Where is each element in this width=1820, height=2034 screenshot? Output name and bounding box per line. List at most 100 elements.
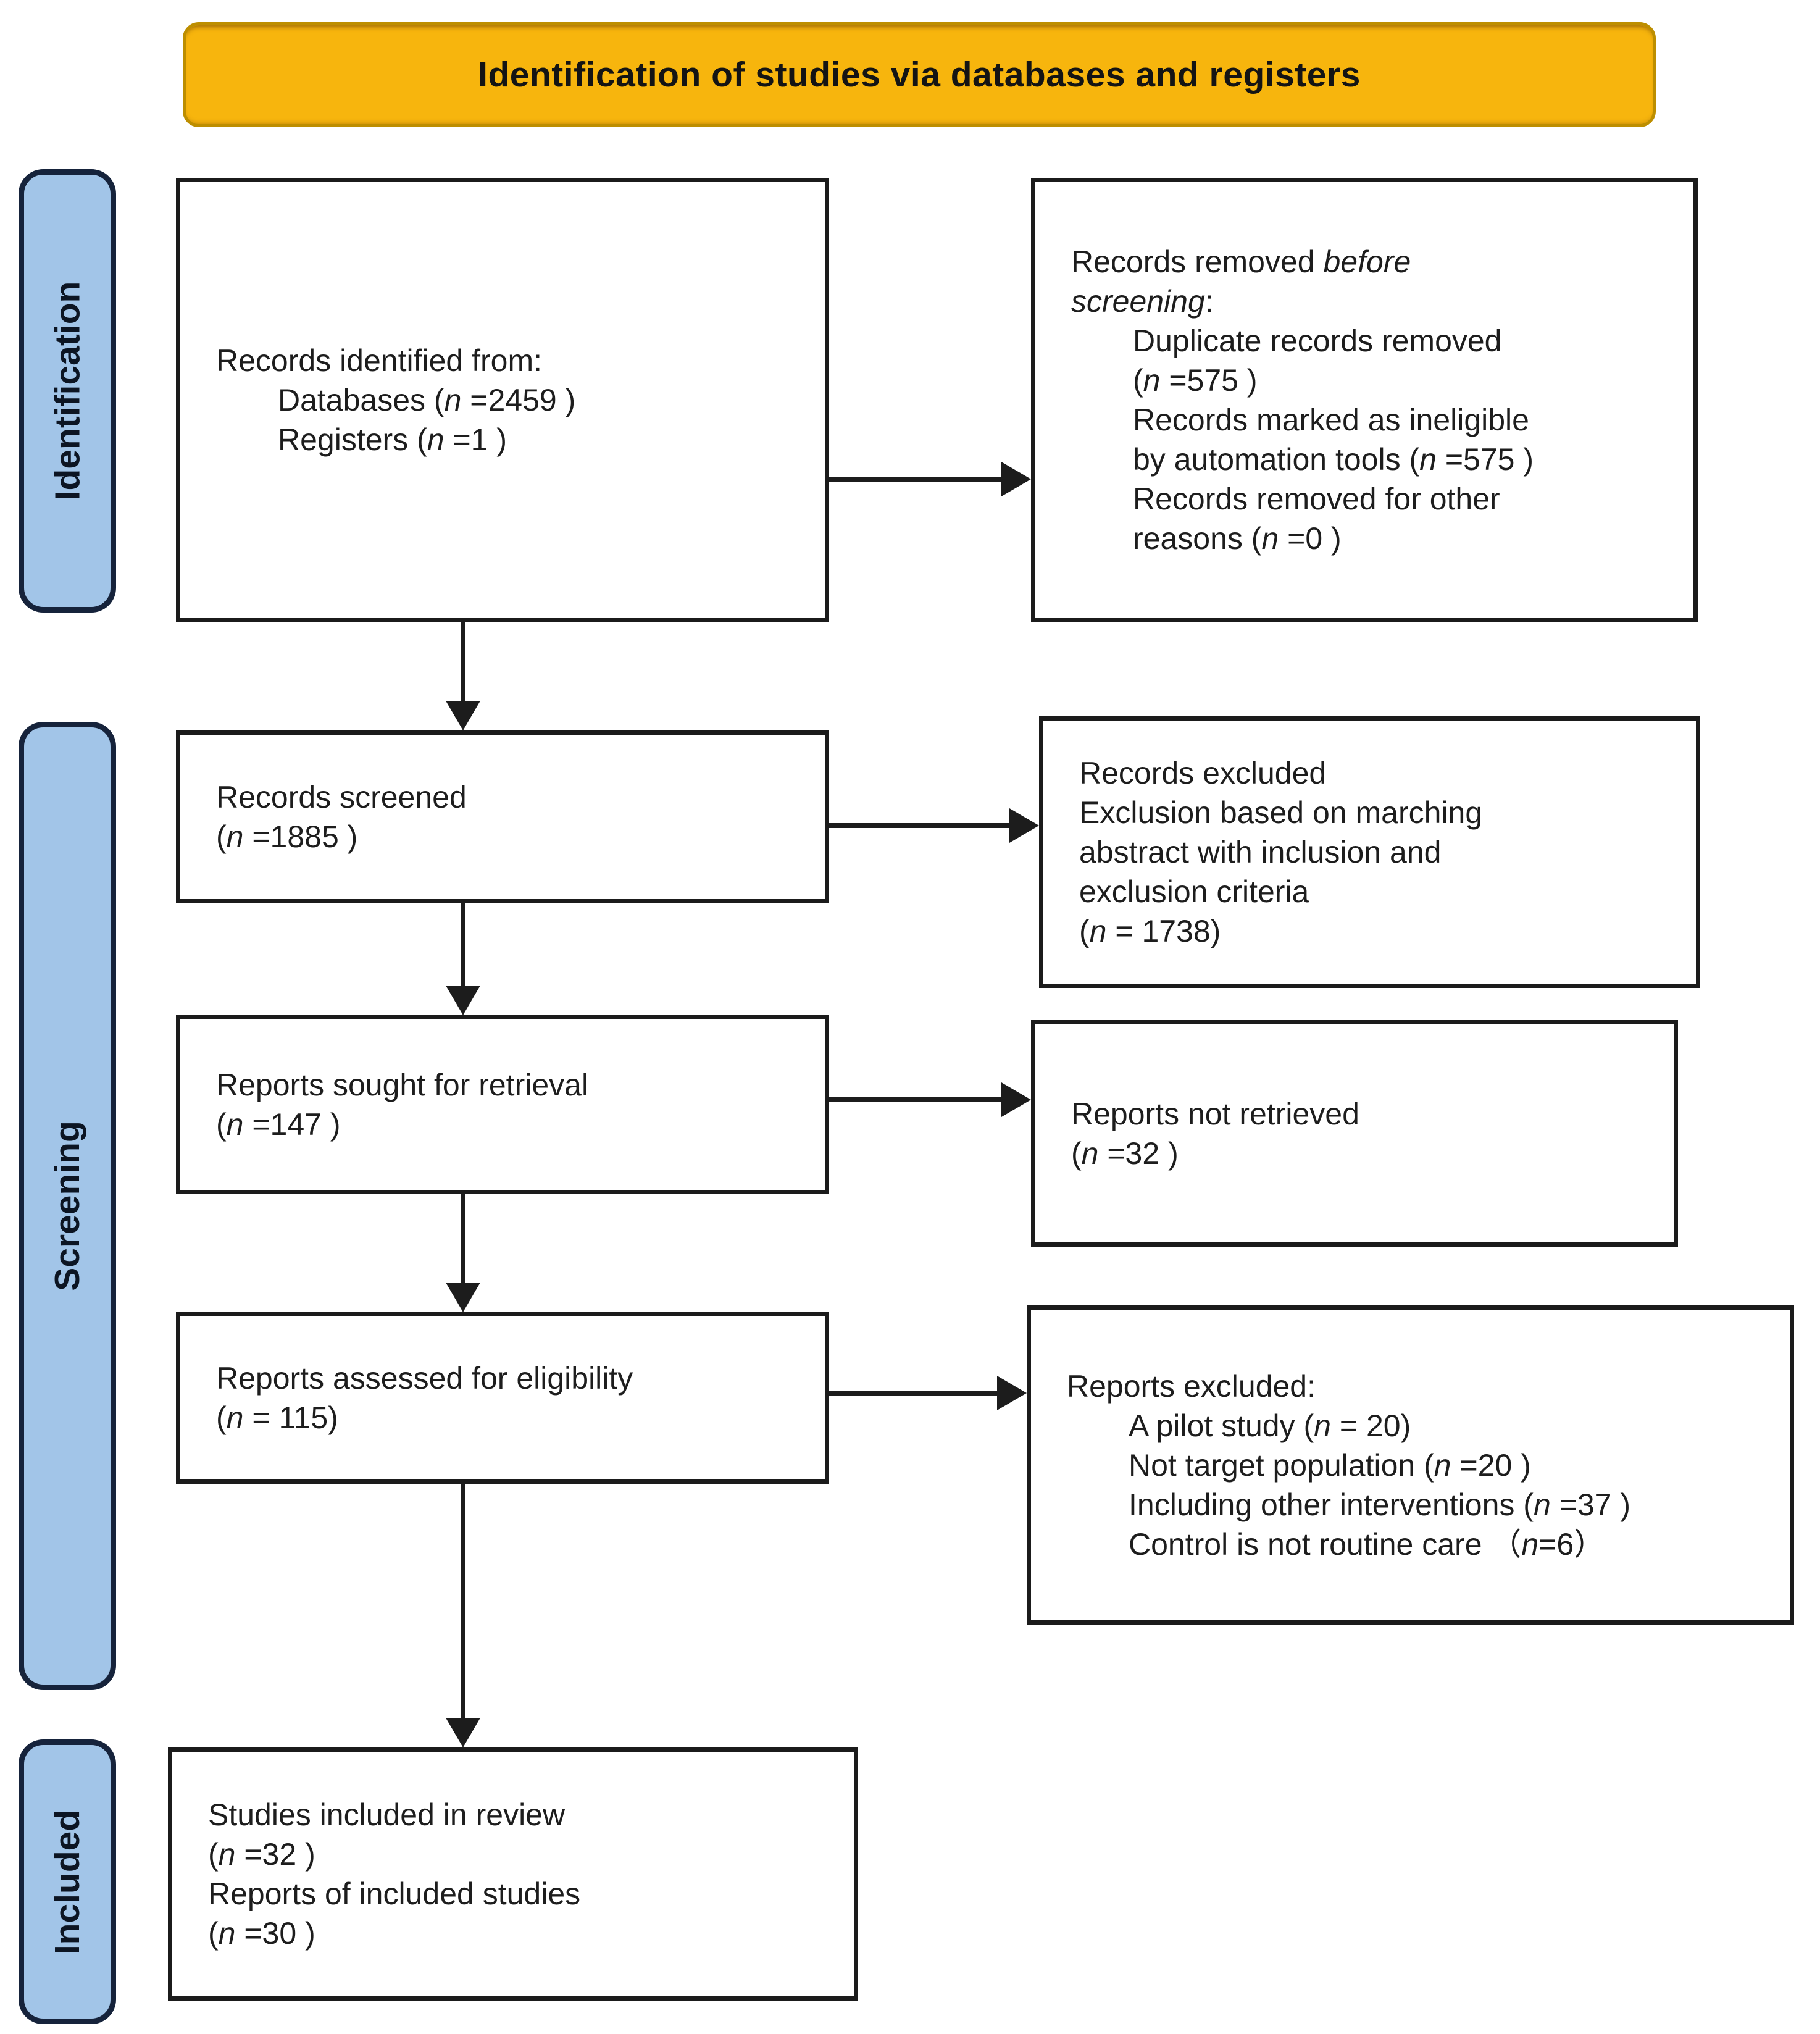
text-line: Including other interventions (n =37 ) <box>1067 1485 1775 1525</box>
text-line: Records marked as ineligible <box>1071 400 1679 440</box>
text-segment: n <box>226 1400 244 1435</box>
arrow-down-icon <box>446 986 480 1015</box>
text-segment: =6） <box>1538 1526 1605 1562</box>
stage-included: Included <box>19 1739 116 2024</box>
text-segment: : <box>1204 284 1214 319</box>
text-line: Records removed for other <box>1071 479 1679 519</box>
text-segment: Reports of included studies <box>208 1877 581 1911</box>
text-line: Not target population (n =20 ) <box>1067 1446 1775 1485</box>
text-segment: =575 ) <box>1160 363 1258 398</box>
text-line: Records removed before <box>1071 242 1679 282</box>
text-segment: Including other interventions ( <box>1129 1487 1534 1522</box>
text-line: Exclusion based on marching <box>1079 793 1681 832</box>
text-segment: screening <box>1071 284 1205 319</box>
text-segment: Reports assessed for eligibility <box>216 1361 633 1396</box>
text-line: Duplicate records removed <box>1071 321 1679 361</box>
text-segment: abstract with inclusion and <box>1079 835 1442 869</box>
text-segment: n <box>444 383 462 417</box>
stage-included-label: Included <box>48 1809 88 1954</box>
text-segment: n <box>1419 442 1437 477</box>
text-line: (n =1885 ) <box>216 817 810 856</box>
text-segment: n <box>1533 1487 1551 1522</box>
text-segment: Records excluded <box>1079 756 1327 790</box>
text-line: (n = 115) <box>216 1398 810 1438</box>
text-segment: =37 ) <box>1550 1487 1630 1522</box>
text-segment: reasons ( <box>1133 521 1262 556</box>
text-line: (n =147 ) <box>216 1105 810 1144</box>
text-line: (n = 1738) <box>1079 911 1681 951</box>
text-line: Control is not routine care （n=6） <box>1067 1525 1775 1564</box>
text-segment: by automation tools ( <box>1133 442 1420 477</box>
arrow-down-icon <box>446 1283 480 1312</box>
text-segment: ( <box>1133 363 1143 398</box>
text-segment: n <box>1261 521 1279 556</box>
stage-identification: Identification <box>19 169 116 613</box>
text-segment: Records marked as ineligible <box>1133 403 1529 437</box>
text-line: Reports not retrieved <box>1071 1094 1659 1134</box>
stage-screening: Screening <box>19 722 116 1690</box>
stage-identification-label: Identification <box>48 281 88 501</box>
text-segment: Registers ( <box>278 422 427 457</box>
text-segment: n <box>226 1107 244 1142</box>
text-segment: =32 ) <box>235 1837 315 1872</box>
text-segment: =32 ) <box>1098 1136 1179 1171</box>
text-line: Studies included in review <box>208 1795 839 1835</box>
text-segment: ( <box>216 1400 227 1435</box>
text-segment: n <box>226 819 244 854</box>
text-segment: Records identified from: <box>216 343 543 378</box>
text-line: (n =32 ) <box>1071 1134 1659 1173</box>
box-reports-not-retrieved: Reports not retrieved(n =32 ) <box>1031 1020 1678 1247</box>
text-segment: ( <box>1079 914 1090 948</box>
text-segment: =0 ) <box>1279 521 1342 556</box>
arrow-screened-to-sought-line <box>461 903 465 987</box>
text-segment: =147 ) <box>243 1107 341 1142</box>
text-line: Registers (n =1 ) <box>216 420 810 459</box>
text-segment: Reports not retrieved <box>1071 1096 1359 1131</box>
text-line: (n =32 ) <box>208 1835 839 1874</box>
text-segment: Duplicate records removed <box>1133 324 1502 358</box>
text-line: screening: <box>1071 282 1679 321</box>
text-segment: n <box>218 1837 236 1872</box>
box-reports-sought: Reports sought for retrieval(n =147 ) <box>176 1015 829 1194</box>
text-segment: Reports sought for retrieval <box>216 1068 589 1102</box>
box-records-identified: Records identified from:Databases (n =24… <box>176 178 829 622</box>
text-segment: Databases ( <box>278 383 445 417</box>
text-segment: =575 ) <box>1436 442 1534 477</box>
text-line: Reports of included studies <box>208 1874 839 1914</box>
arrow-assessed-to-included-line <box>461 1484 465 1719</box>
arrow-down-icon <box>446 701 480 730</box>
arrow-right-icon <box>1001 462 1031 496</box>
text-line: A pilot study (n = 20) <box>1067 1406 1775 1446</box>
text-segment: =20 ) <box>1451 1447 1531 1483</box>
text-segment: n <box>1521 1526 1539 1562</box>
text-segment: = 1738) <box>1106 914 1221 948</box>
text-line: Records identified from: <box>216 341 810 380</box>
arrow-right-icon <box>1009 808 1039 843</box>
text-segment: before <box>1323 245 1411 279</box>
text-segment: n <box>218 1916 236 1951</box>
text-segment: =1885 ) <box>243 819 358 854</box>
text-segment: Control is not routine care （ <box>1129 1526 1522 1562</box>
text-line: Reports excluded: <box>1067 1366 1775 1406</box>
text-segment: exclusion criteria <box>1079 874 1309 909</box>
text-segment: =30 ) <box>235 1916 315 1951</box>
text-segment: Studies included in review <box>208 1798 566 1832</box>
text-segment: ( <box>208 1916 219 1951</box>
text-segment: Not target population ( <box>1129 1447 1434 1483</box>
text-line: by automation tools (n =575 ) <box>1071 440 1679 479</box>
text-segment: Records removed <box>1071 245 1324 279</box>
text-segment: Reports excluded: <box>1067 1368 1316 1404</box>
stage-screening-label: Screening <box>48 1121 87 1291</box>
text-line: Reports sought for retrieval <box>216 1065 810 1105</box>
text-segment: ( <box>216 819 227 854</box>
text-line: reasons (n =0 ) <box>1071 519 1679 558</box>
text-line: (n =575 ) <box>1071 361 1679 400</box>
text-line: Databases (n =2459 ) <box>216 380 810 420</box>
arrow-screened-to-excluded-line <box>829 823 1011 828</box>
text-segment: n <box>1089 914 1107 948</box>
box-studies-included: Studies included in review(n =32 )Report… <box>168 1747 858 2001</box>
text-segment: n <box>1081 1136 1099 1171</box>
text-line: Records screened <box>216 777 810 817</box>
